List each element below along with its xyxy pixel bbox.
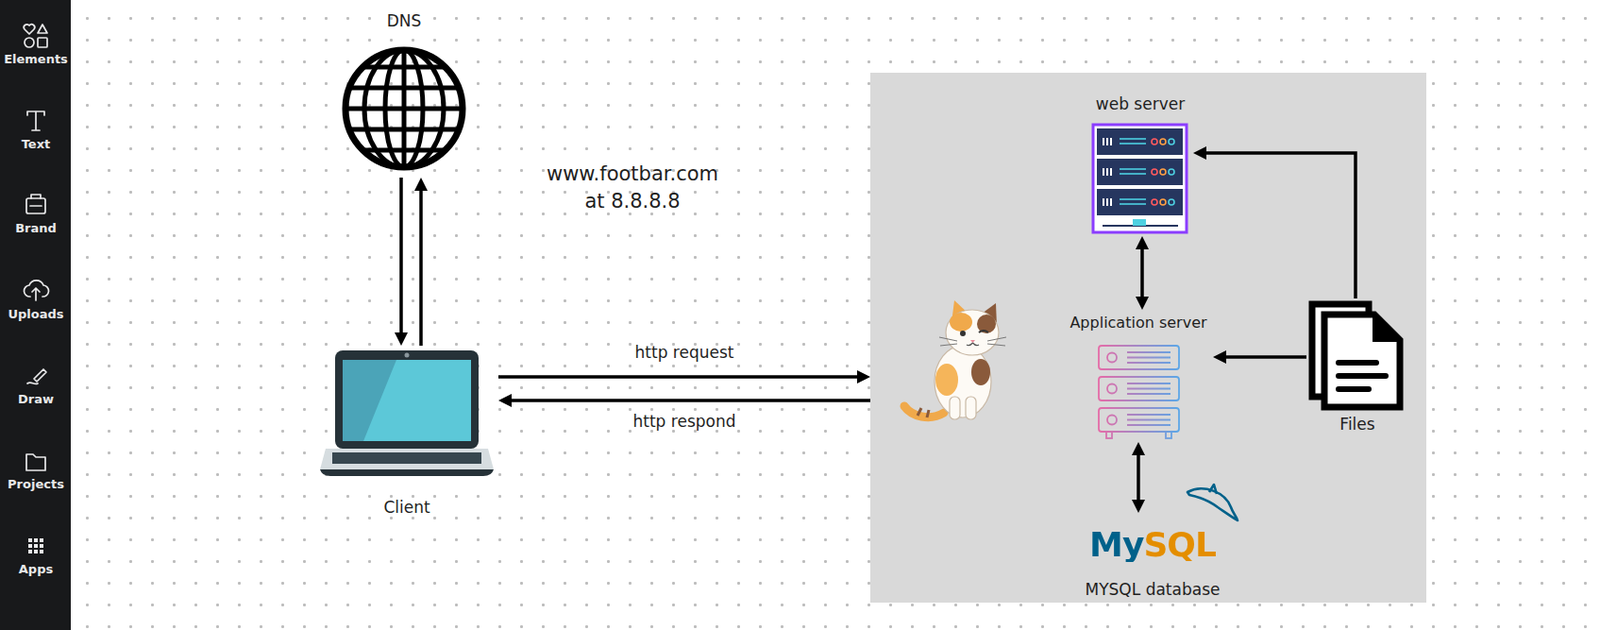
sidebar-label: Uploads [7,306,64,322]
arrow-head [1212,350,1227,364]
web-server-icon [1093,124,1187,233]
connector-line [1136,452,1141,503]
arrow-head [1131,441,1146,455]
node-label: DNS [387,11,422,32]
mysql-dolphin [1187,484,1238,521]
connector [414,177,428,346]
arrow-head [394,332,408,346]
server-zone: web serverApplication serverFilesMySQL MY… [870,72,1427,603]
arrow-head [857,370,871,384]
arrow-head [1131,499,1146,513]
connector-line [399,177,404,336]
sidebar-label: Apps [18,561,53,577]
arrow-head [1193,146,1207,160]
logo-text: MySQL [1089,527,1216,562]
connector-line [508,398,871,403]
files-node: Files [1306,298,1409,437]
database-node: MySQL MYSQL database [1080,512,1226,602]
edge-label: http request [635,342,735,363]
client-node: Client [315,345,499,520]
sidebar-label: Draw [17,391,54,407]
sidebar-label: Projects [7,476,65,492]
sidebar-label: Text [21,136,51,152]
app-server-icon [1098,345,1179,438]
web-server-node: web server [1087,92,1194,236]
connector [1193,146,1356,299]
domain-note: www.footbar.com at 8.8.8.8 [538,160,727,217]
app-server-node: Application server [1063,309,1213,442]
sidebar-icons [23,24,49,554]
connector [1212,350,1307,364]
laptop-icon [320,350,494,476]
node-label: web server [1095,94,1185,115]
node-label: Client [383,497,430,518]
connector [394,177,408,346]
dns-node: DNS [336,9,472,178]
connector-line [1140,246,1145,300]
connector-line [498,374,860,379]
arrow-head [498,393,512,407]
node-label: Files [1339,414,1375,435]
cat-illustration [904,300,1007,420]
sidebar-label: Brand [15,220,57,236]
node-label: MYSQL database [1085,579,1221,600]
connector-line [1223,354,1307,359]
edge-label: http respond [633,411,737,432]
connector [1131,441,1146,513]
connector [498,370,871,384]
connector [1135,235,1149,310]
arrow-head [1135,296,1149,310]
connector-line [1203,152,1356,299]
connector [498,393,871,407]
arrow-head [414,177,428,191]
globe-icon [339,47,472,170]
arrow-head [1135,235,1149,250]
files-icon [1312,303,1400,407]
sidebar-label: Elements [3,51,68,68]
connector-line [419,187,423,346]
node-label: Application server [1069,313,1207,333]
